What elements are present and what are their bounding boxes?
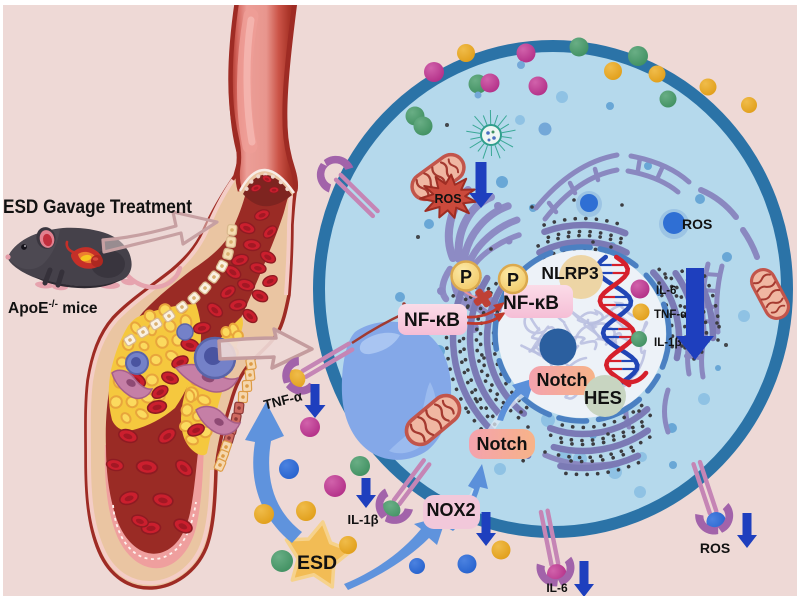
svg-text:ApoE-/- mice: ApoE-/- mice — [8, 299, 98, 317]
svg-text:IL-1β: IL-1β — [347, 512, 378, 527]
svg-text:ROS: ROS — [700, 540, 730, 556]
svg-text:IL-6: IL-6 — [546, 581, 568, 595]
svg-text:Notch: Notch — [537, 370, 588, 390]
svg-text:Notch: Notch — [477, 434, 528, 454]
svg-text:NOX2: NOX2 — [426, 500, 475, 520]
svg-text:IL-1β: IL-1β — [654, 337, 681, 349]
svg-text:P: P — [507, 270, 519, 290]
svg-text:ESD: ESD — [297, 552, 337, 574]
svg-text:IL-6: IL-6 — [656, 285, 676, 297]
svg-text:HES: HES — [584, 387, 622, 408]
svg-text:ESD Gavage Treatment: ESD Gavage Treatment — [3, 196, 192, 218]
svg-text:NF-κB: NF-κB — [404, 310, 460, 331]
svg-text:ROS: ROS — [434, 192, 461, 206]
svg-text:NLRP3: NLRP3 — [541, 263, 599, 283]
svg-text:ROS: ROS — [682, 216, 712, 232]
svg-text:NF-κB: NF-κB — [503, 293, 559, 314]
svg-text:P: P — [460, 267, 472, 287]
svg-text:TNF-α: TNF-α — [654, 309, 687, 321]
